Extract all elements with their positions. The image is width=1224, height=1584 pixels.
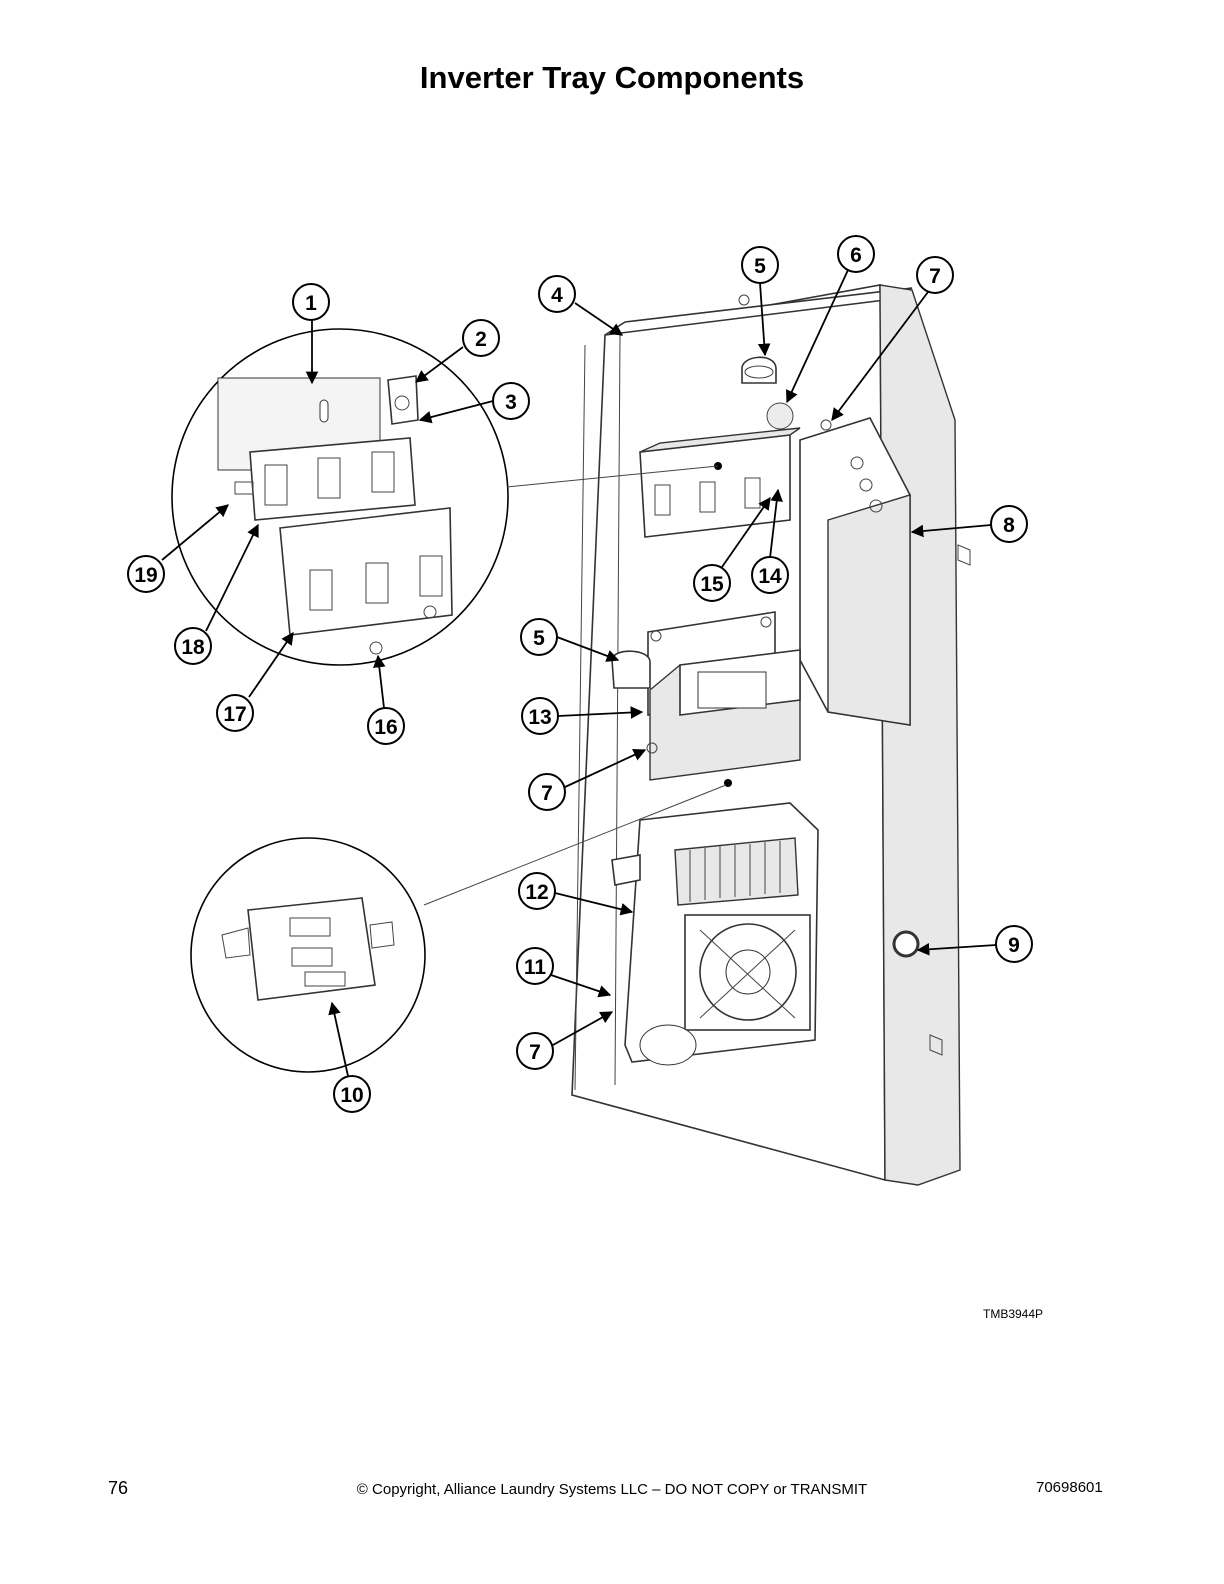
callout-1: 1	[292, 283, 330, 321]
callout-label: 7	[541, 782, 553, 805]
callout-label: 19	[134, 564, 157, 587]
callout-label: 2	[475, 328, 487, 351]
callout-label: 3	[505, 391, 517, 414]
callout-label: 7	[929, 265, 941, 288]
callout-5-lower: 5	[520, 618, 558, 656]
callout-label: 17	[223, 703, 246, 726]
callout-7-bottom: 7	[516, 1032, 554, 1070]
callout-3: 3	[492, 382, 530, 420]
callout-19: 19	[127, 555, 165, 593]
callout-16: 16	[367, 707, 405, 745]
callout-5-top: 5	[741, 246, 779, 284]
cover-box	[799, 417, 911, 726]
callout-9: 9	[995, 925, 1033, 963]
choke-inductor	[611, 611, 801, 787]
callout-18: 18	[174, 627, 212, 665]
callout-6: 6	[837, 235, 875, 273]
callout-8: 8	[990, 505, 1028, 543]
callout-label: 6	[850, 244, 862, 267]
callout-label: 18	[181, 636, 205, 659]
callout-14: 14	[751, 556, 789, 594]
callout-label: 14	[758, 565, 782, 588]
callout-15: 15	[693, 564, 731, 602]
callout-label: 4	[551, 284, 563, 307]
callout-13: 13	[521, 697, 559, 735]
callout-label: 1	[305, 292, 317, 315]
callout-17: 17	[216, 694, 254, 732]
inverter-drive	[611, 802, 819, 1066]
document-number: 70698601	[1036, 1479, 1103, 1496]
control-board-detail	[190, 784, 727, 1073]
cable-clamp-top	[741, 356, 777, 384]
callout-label: 8	[1003, 514, 1015, 537]
copyright-notice: © Copyright, Alliance Laundry Systems LL…	[356, 1481, 868, 1498]
callout-11: 11	[516, 947, 554, 985]
callout-label: 5	[754, 255, 766, 278]
page-title: Inverter Tray Components	[419, 60, 805, 95]
callout-label: 16	[374, 716, 397, 739]
callout-label: 7	[529, 1041, 541, 1064]
callout-7-middle: 7	[528, 773, 566, 811]
callout-label: 5	[533, 627, 545, 650]
callout-label: 13	[528, 706, 551, 729]
terminal-block-installed	[639, 427, 801, 538]
callout-label: 9	[1008, 934, 1020, 957]
callout-label: 15	[700, 573, 724, 596]
leader-lines	[161, 269, 997, 1077]
callout-label: 12	[525, 881, 548, 904]
callout-4: 4	[538, 275, 576, 313]
figure-code: TMB3944P	[983, 1307, 1044, 1321]
callout-10: 10	[333, 1075, 371, 1113]
page-number: 76	[108, 1478, 129, 1498]
callout-2: 2	[462, 319, 500, 357]
callout-label: 10	[340, 1084, 363, 1107]
callout-label: 11	[524, 956, 547, 979]
callout-7-top: 7	[916, 256, 954, 294]
callout-12: 12	[518, 872, 556, 910]
